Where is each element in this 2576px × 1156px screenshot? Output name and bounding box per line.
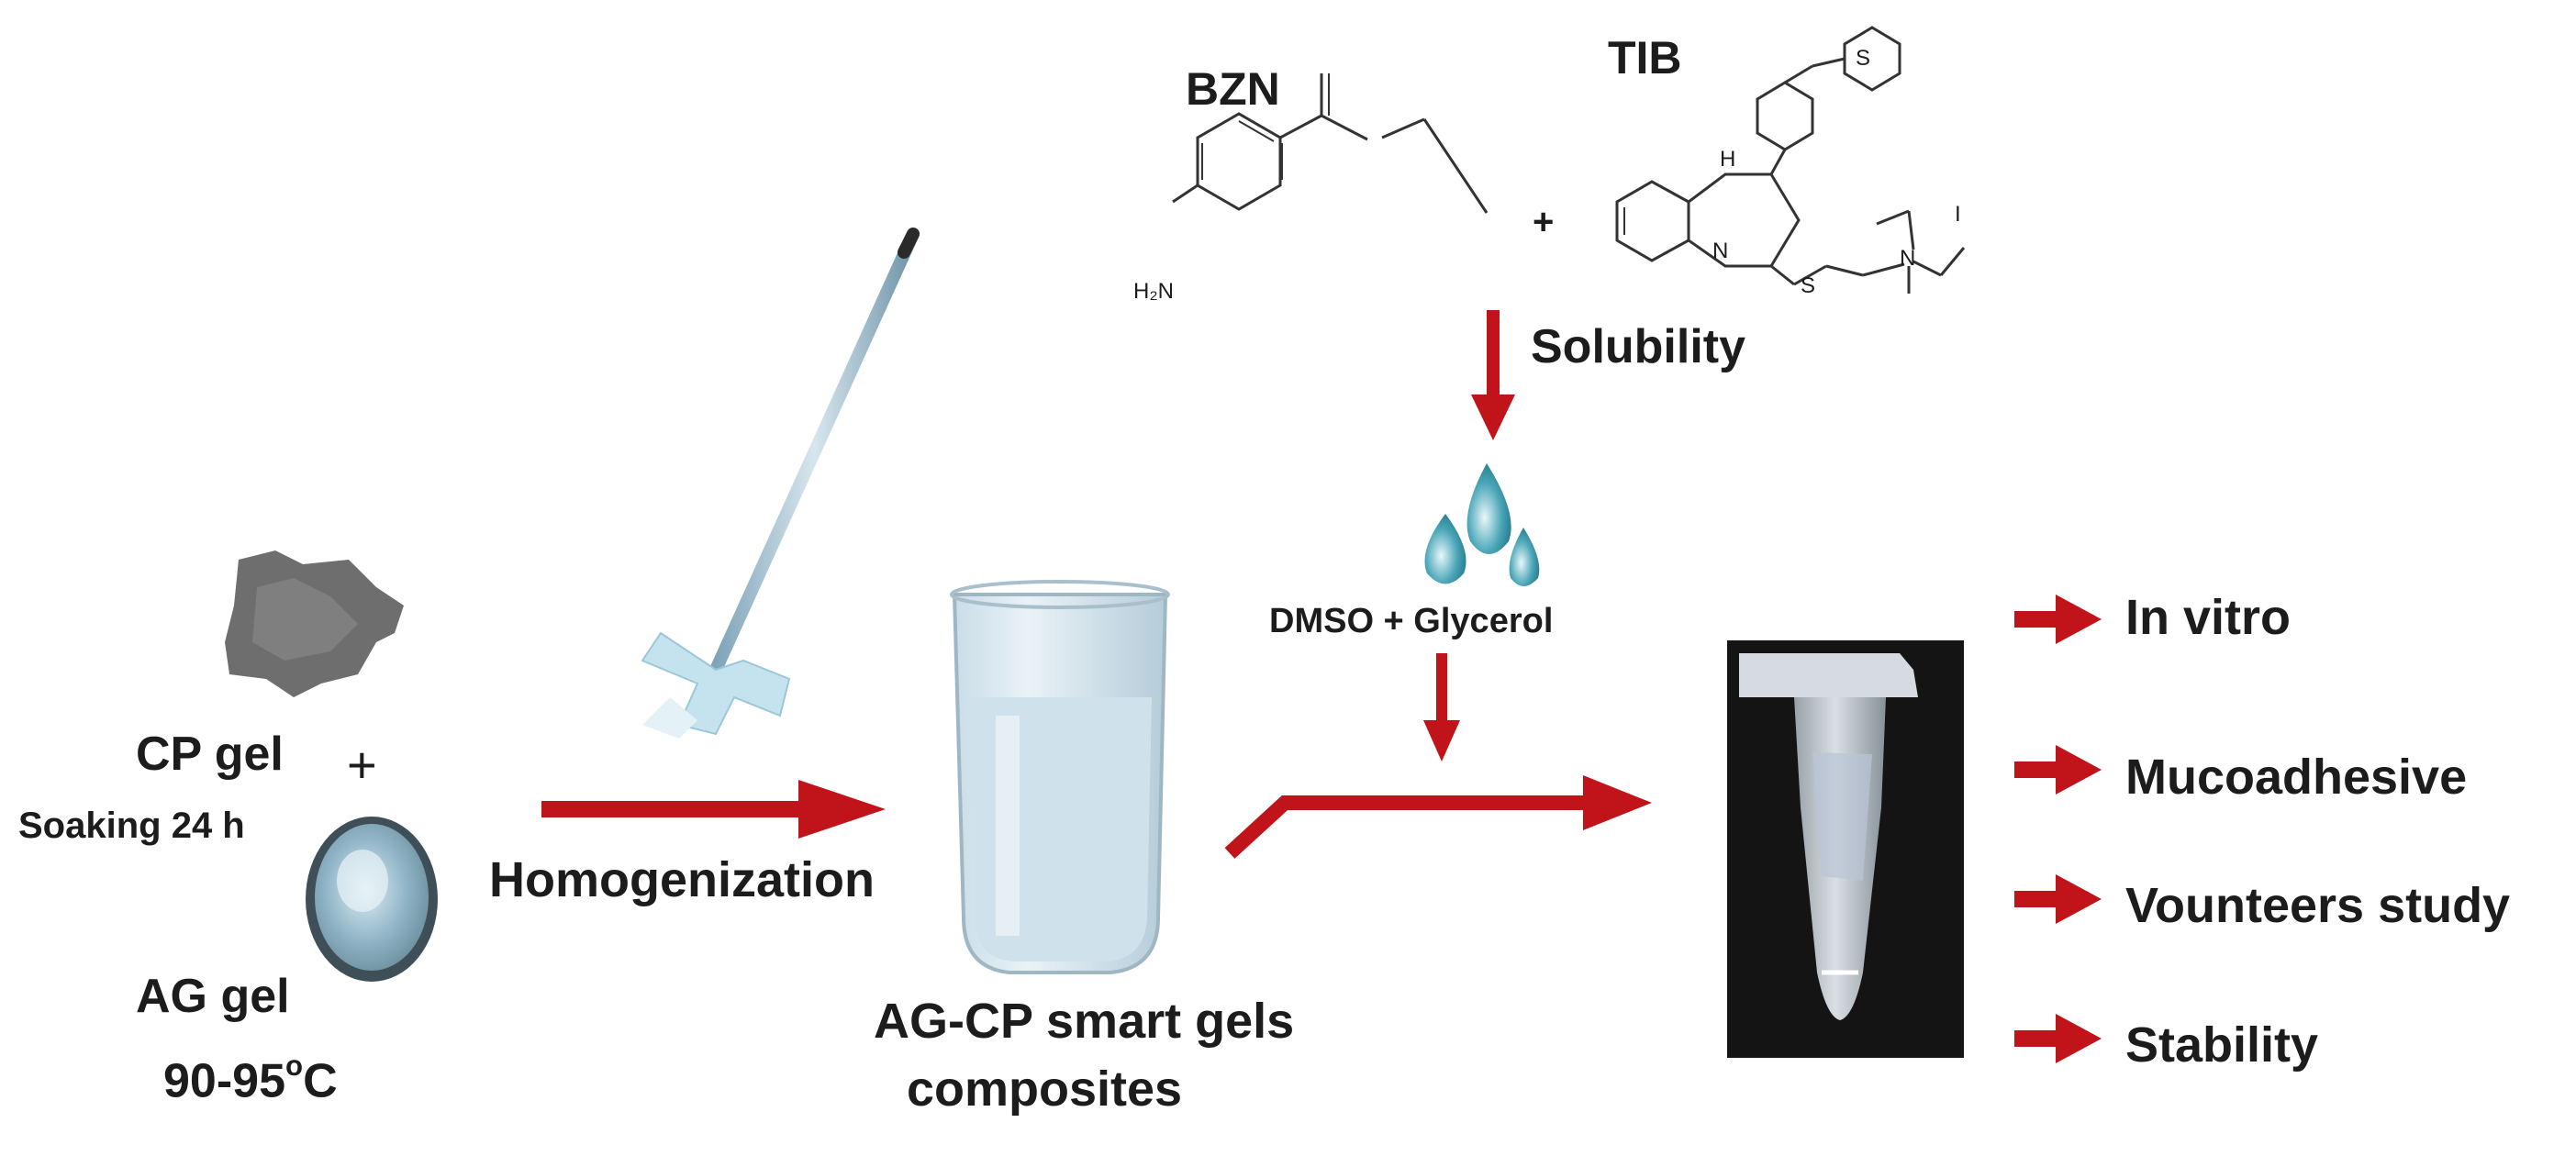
eval-in-vitro: In vitro (2125, 590, 2292, 645)
arrow-mucoadhesive (2014, 745, 2102, 795)
tib-label: TIB (1608, 32, 1682, 83)
molecule-plus: + (1533, 202, 1555, 242)
gel-tube-photo (1727, 640, 1964, 1058)
arrow-stability (2014, 1014, 2102, 1063)
solvent-down-arrow (1423, 653, 1460, 761)
eval-volunteers-study: Vounteers study (2125, 878, 2511, 933)
solvent-droplets-icon (1424, 463, 1540, 586)
cp-gel-image (225, 550, 404, 697)
composite-label-line2: composites (907, 1062, 1183, 1117)
eval-stability: Stability (2125, 1017, 2319, 1073)
ag-gel-dish-image (306, 817, 438, 982)
composite-label-line1: AG-CP smart gels (874, 994, 1295, 1049)
arrow-volunteers-study (2014, 874, 2102, 924)
tib-nh-label: H (1720, 147, 1736, 172)
homogenization-arrow (541, 780, 886, 839)
composite-to-tube-arrow (1224, 775, 1652, 859)
tib-s2-label: S (1801, 273, 1816, 298)
bzn-structure (1172, 73, 1489, 214)
ag-gel-label: AG gel (136, 970, 290, 1023)
beaker-image (950, 580, 1170, 974)
soaking-label: Soaking 24 h (18, 806, 245, 846)
bzn-amine-label: H₂N (1133, 279, 1174, 304)
gel-plus: + (347, 736, 377, 794)
evaluation-arrows (2014, 595, 2102, 1063)
bzn-label: BZN (1186, 63, 1280, 115)
temperature-degree: o (285, 1050, 304, 1082)
temperature-range: 90-95 (163, 1054, 285, 1108)
solubility-label: Solubility (1531, 320, 1745, 373)
tib-n-label: N (1712, 239, 1729, 263)
temperature-label: 90-95oC (163, 1051, 338, 1105)
tib-iodide-label: I (1955, 202, 1961, 227)
cp-gel-label: CP gel (136, 728, 284, 781)
homogenization-label: Homogenization (489, 852, 875, 907)
temperature-unit: C (303, 1054, 338, 1108)
solubility-arrow (1471, 310, 1515, 440)
solvent-label: DMSO + Glycerol (1269, 602, 1554, 640)
homogenizer-rod-image (641, 228, 920, 739)
arrow-in-vitro (2014, 595, 2102, 644)
eval-mucoadhesive: Mucoadhesive (2125, 750, 2468, 805)
tib-s1-label: S (1856, 46, 1871, 71)
tib-structure (1615, 26, 1966, 294)
tib-n-plus-label: N (1900, 246, 1916, 271)
